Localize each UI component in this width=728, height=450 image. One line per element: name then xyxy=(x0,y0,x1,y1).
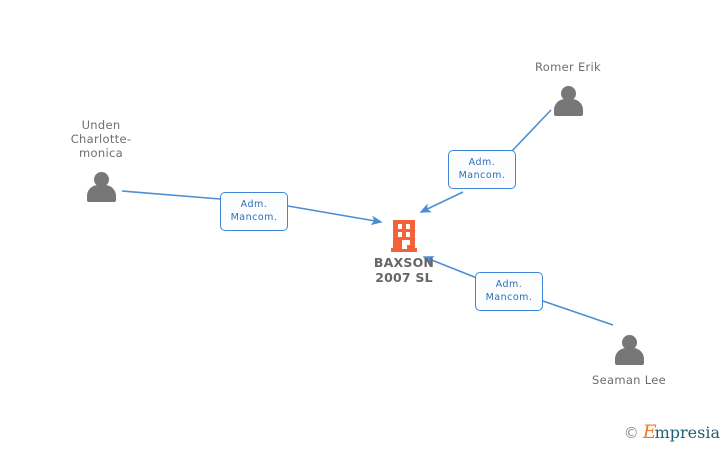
building-window xyxy=(406,240,410,245)
building-window xyxy=(398,224,402,229)
node-person-romer[interactable]: Romer Erik xyxy=(498,60,638,116)
company-label: BAXSON 2007 SL xyxy=(373,255,435,285)
relation-box-romer[interactable]: Adm. Mancom. xyxy=(448,150,516,189)
building-base xyxy=(391,248,417,252)
person-body xyxy=(614,348,644,365)
relation-box-unden[interactable]: Adm. Mancom. xyxy=(220,192,288,231)
person-label-unden: Unden Charlotte- monica xyxy=(70,118,132,160)
building-window xyxy=(398,232,402,237)
person-body xyxy=(553,99,583,116)
person-body xyxy=(86,185,116,202)
node-company-baxson[interactable]: BAXSON 2007 SL xyxy=(344,220,464,285)
brand-initial: E xyxy=(642,421,657,443)
person-icon xyxy=(84,172,118,202)
brand-name: mpresia xyxy=(654,423,720,442)
relation-box-seaman[interactable]: Adm. Mancom. xyxy=(475,272,543,311)
person-label-seaman: Seaman Lee xyxy=(592,373,666,387)
person-icon xyxy=(612,335,646,365)
person-icon xyxy=(551,86,585,116)
person-label-romer: Romer Erik xyxy=(534,60,602,74)
building-door xyxy=(402,240,407,249)
line-romer-to-relation xyxy=(511,109,552,152)
building-window xyxy=(406,232,410,237)
copyright-icon: © xyxy=(623,423,639,442)
building-window xyxy=(406,224,410,229)
arrow-relation-to-company-topright xyxy=(419,191,464,213)
person-head xyxy=(93,172,109,187)
node-person-seaman[interactable]: Seaman Lee xyxy=(559,335,699,387)
watermark-empresia: © E mpresia xyxy=(624,423,720,442)
building-icon xyxy=(391,220,417,252)
node-person-unden[interactable]: Unden Charlotte- monica xyxy=(31,118,171,202)
line-seaman-to-relation xyxy=(539,299,614,326)
person-head xyxy=(621,335,637,350)
person-head xyxy=(560,86,576,101)
